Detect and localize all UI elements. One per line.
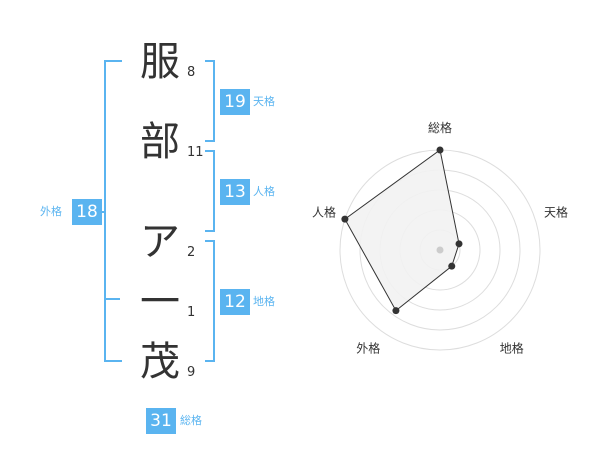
stroke-count-2: 11 (187, 145, 204, 160)
radar-point-2 (455, 240, 463, 248)
radar-point-1 (436, 146, 444, 154)
radar-axis-label-2: 天格 (544, 204, 568, 219)
radar-axis-label-5: 人格 (312, 204, 336, 219)
jinkaku-value-badge: 13 (220, 179, 250, 205)
radar-axis-label-1: 総格 (428, 120, 452, 135)
radar-axis-label-3: 地格 (500, 341, 524, 356)
jinkaku-label: 人格 (253, 185, 275, 198)
gaikaku-bracket-stem (98, 211, 106, 213)
tenkaku-label: 天格 (253, 95, 275, 108)
soukaku-label: 総格 (180, 414, 202, 427)
radar-point-3 (448, 262, 456, 270)
name-char-3: ア (140, 219, 180, 265)
soukaku-value-badge: 31 (146, 408, 176, 434)
jinkaku-bracket (205, 150, 215, 232)
stroke-count-5: 9 (187, 365, 196, 380)
radar-area (344, 149, 460, 312)
gaikaku-value-badge: 18 (72, 199, 102, 225)
tenkaku-bracket (205, 60, 215, 142)
radar-point-5 (341, 215, 349, 223)
name-char-2: 部 (140, 119, 180, 165)
chikaku-label: 地格 (253, 295, 275, 308)
radar-point-4 (392, 307, 400, 315)
stroke-count-3: 2 (187, 245, 196, 260)
tenkaku-value-badge: 19 (220, 89, 250, 115)
gaikaku-bracket-tick (104, 298, 120, 300)
chikaku-bracket (205, 240, 215, 362)
name-char-1: 服 (140, 39, 180, 85)
gaikaku-label: 外格 (40, 205, 62, 218)
stroke-count-4: 1 (187, 305, 196, 320)
radar-center-dot (436, 246, 444, 254)
chikaku-value-badge: 12 (220, 289, 250, 315)
name-char-4: 一 (140, 279, 180, 325)
stroke-count-1: 8 (187, 65, 196, 80)
name-char-5: 茂 (140, 339, 180, 385)
radar-axis-label-4: 外格 (356, 341, 380, 356)
